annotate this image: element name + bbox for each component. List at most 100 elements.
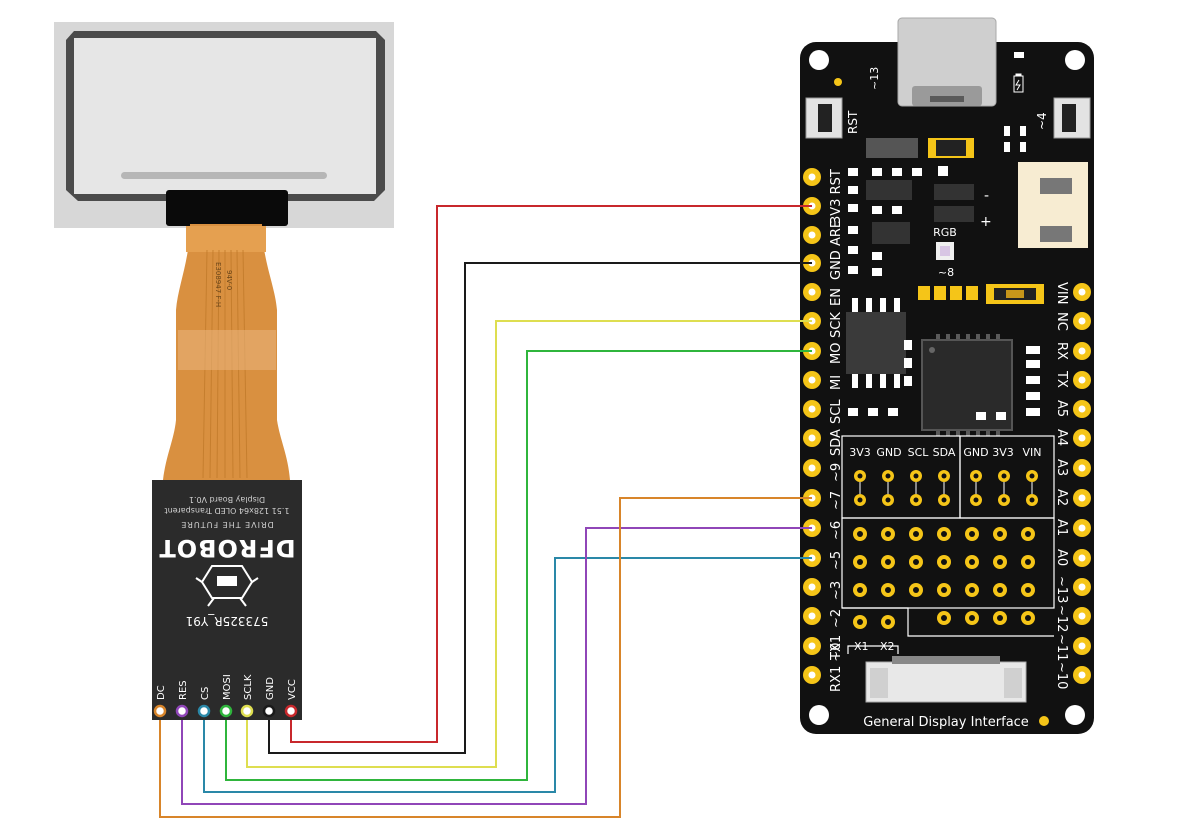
- oled-pin-sclk[interactable]: [240, 704, 254, 718]
- pin-label-res: RES: [178, 680, 189, 700]
- rpin-a1: A1: [1054, 519, 1069, 536]
- ldo-2: [872, 222, 910, 244]
- proto-grid-holes: [857, 531, 1031, 625]
- wire-cs-5: [203, 557, 812, 793]
- right-edge-labels: VIN NC RX TX A5 A4 A3 A2 A1 A0 ~13 ~12 ~…: [1054, 282, 1069, 689]
- gdi-connector[interactable]: [865, 661, 1027, 703]
- label-d4: ~4: [1035, 112, 1049, 130]
- gdi-latch-left: [870, 668, 888, 698]
- lpin-sda: SDA: [829, 429, 844, 456]
- solder-jumper-bridge: [1006, 290, 1024, 298]
- oled-panel-highlight: [121, 172, 327, 179]
- pin-label-mosi: MOSI: [222, 674, 233, 700]
- oled-board: [152, 480, 302, 720]
- mount-hole-br: [1065, 705, 1085, 725]
- rpin-tx: TX: [1054, 370, 1069, 388]
- rpin-a2: A2: [1054, 489, 1069, 506]
- diode-1: [866, 138, 918, 158]
- chg-led: [1014, 52, 1024, 58]
- lpin-mi: MI: [829, 375, 844, 390]
- lpin-6: ~6: [829, 521, 844, 540]
- pin-label-sclk: SCLK: [243, 674, 254, 700]
- wire-res-6: [181, 527, 812, 805]
- oled-header-pins: [153, 704, 298, 718]
- wire-sclk-sck: [246, 320, 812, 768]
- flex-cable-stiffener: [186, 226, 266, 252]
- hg1-gnd: GND: [876, 446, 901, 459]
- rgb-label: RGB: [933, 226, 957, 239]
- label-x2: X2: [880, 640, 895, 653]
- pin-label-cs: CS: [200, 687, 211, 700]
- rpin-nc: NC: [1054, 312, 1069, 331]
- rpin-vin: VIN: [1054, 282, 1069, 304]
- gdi-contacts: [892, 656, 1000, 664]
- oled-board-text: Display Board V0.1 1.51 128x64 OLED Tran…: [158, 495, 295, 562]
- lpin-3v3-rst: 3V3 RST: [829, 169, 844, 224]
- label-d13-top: ~13: [868, 67, 881, 90]
- hg1-3v3: 3V3: [849, 446, 871, 459]
- gdi-label: General Display Interface: [863, 715, 1029, 730]
- lpin-mo: MO: [829, 343, 844, 364]
- fuse-body: [936, 140, 966, 156]
- oled-pin-res[interactable]: [175, 704, 189, 718]
- pin-label-vcc: VCC: [287, 679, 298, 700]
- left-edge-labels: 3V3 RST GND ARE EN SCK MO MI SCL SDA ~9 …: [829, 169, 844, 692]
- battery-pin-1: [1040, 178, 1072, 194]
- rpin-10: ~10: [1054, 662, 1069, 689]
- lpin-en: EN: [829, 288, 844, 306]
- oled-driver-ic: [166, 190, 288, 226]
- rpin-a0: A0: [1054, 549, 1069, 566]
- oled-module: E308947 F-H 94V-0 Display Board V0.1 1.5…: [54, 22, 394, 720]
- mount-hole-bl: [809, 705, 829, 725]
- hg1-scl: SCL: [908, 446, 930, 459]
- usb-c-pins: [930, 96, 964, 102]
- mount-hole-tr: [1065, 50, 1085, 70]
- brand-logo: DFROBOT: [158, 534, 295, 562]
- controller-board: ~13 RST ~4: [800, 17, 1094, 734]
- lpin-rx1: RX1 ~0: [829, 642, 844, 692]
- label-rst-button: RST: [846, 110, 860, 134]
- gdi-latch-right: [1004, 668, 1022, 698]
- oled-pin-dc[interactable]: [153, 704, 167, 718]
- lpin-sck: SCK: [829, 312, 844, 338]
- wire-vcc-3v3: [290, 205, 812, 743]
- oled-pin-gnd[interactable]: [262, 704, 276, 718]
- rpin-13: ~13: [1054, 576, 1069, 603]
- rpin-12: ~12: [1054, 605, 1069, 632]
- proto-grid-pads: [853, 527, 1035, 629]
- lpin-5: ~5: [829, 551, 844, 570]
- diode-3: [934, 206, 974, 222]
- wire-dc-7: [159, 497, 812, 818]
- gdi-indicator-dot: [1039, 716, 1049, 726]
- oled-pin-cs[interactable]: [197, 704, 211, 718]
- lpin-9: ~9: [829, 463, 844, 482]
- pin-label-dc: DC: [156, 685, 167, 700]
- hg1-sda: SDA: [933, 446, 956, 459]
- wires: [159, 205, 812, 818]
- oled-active-area: [74, 38, 376, 194]
- rpin-11: ~11: [1054, 634, 1069, 661]
- hg2-3v3: 3V3: [992, 446, 1014, 459]
- rgb-led-lens: [940, 246, 950, 256]
- mcu-chip: [921, 334, 1013, 436]
- rpin-a3: A3: [1054, 459, 1069, 476]
- label-x1: X1: [854, 640, 869, 653]
- oled-pin-vcc[interactable]: [284, 704, 298, 718]
- hg2-vin: VIN: [1023, 446, 1042, 459]
- wire-mosi-mo: [225, 350, 812, 781]
- flex-text-2: 94V-0: [225, 270, 233, 290]
- diode-2: [934, 184, 974, 200]
- rpin-a5: A5: [1054, 400, 1069, 417]
- regulator-passives: [848, 168, 922, 276]
- rst-button-cap: [818, 104, 832, 132]
- battery-pin-2: [1040, 226, 1072, 242]
- oled-pin-labels: DC RES CS MOSI SCLK GND VCC: [156, 674, 298, 700]
- battery-plus: +: [980, 214, 992, 230]
- flash-chip: [846, 298, 906, 388]
- lpin-gnd-are: GND ARE: [829, 220, 844, 280]
- flex-band-light: [178, 330, 276, 370]
- oled-pin-mosi[interactable]: [219, 704, 233, 718]
- board-line-1: 1.51 128x64 OLED Transparent: [165, 506, 290, 515]
- header-group2-labels: GND 3V3 VIN: [963, 446, 1041, 459]
- pin-label-gnd: GND: [265, 677, 276, 700]
